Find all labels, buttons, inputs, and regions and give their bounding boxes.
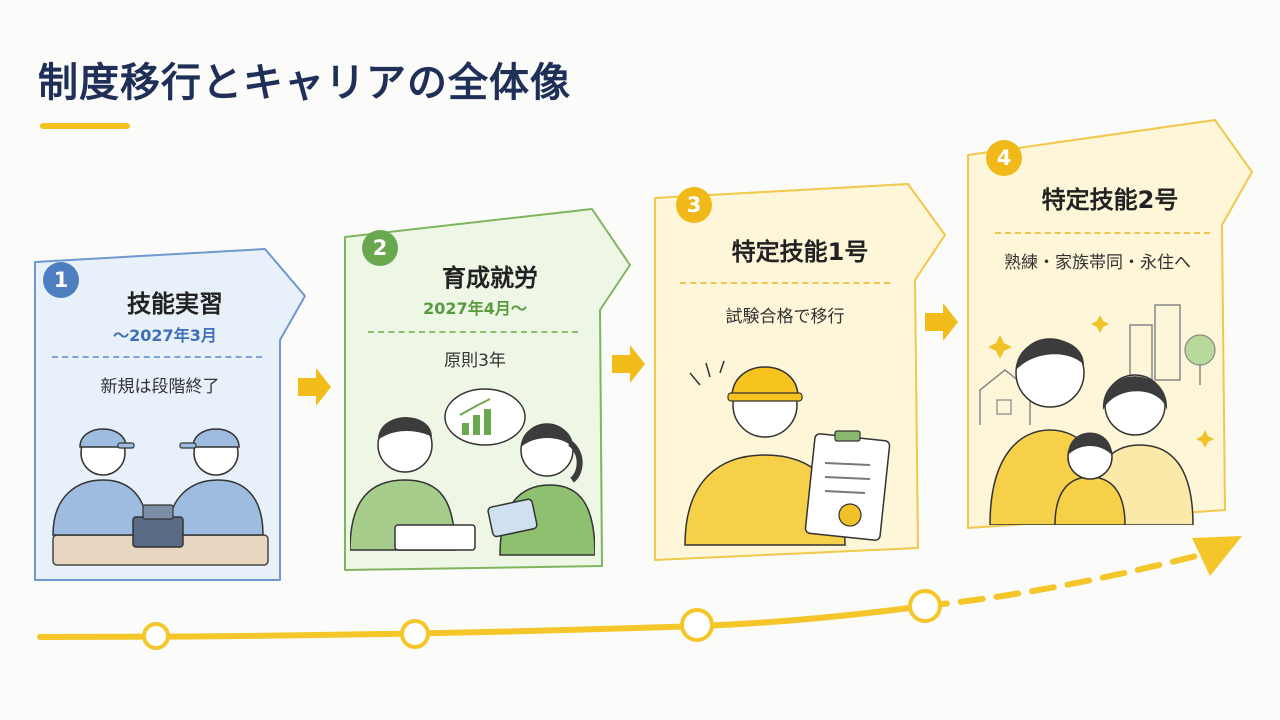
step-2-sub: 2027年4月～ [423,299,527,318]
worker-with-certificate-icon [684,360,891,546]
step-3-divider [680,282,890,284]
step-3-heading: 特定技能1号 [731,238,869,266]
step-2-divider [368,331,578,333]
page-title: 制度移行とキャリアの全体像 [38,60,571,106]
arrow-3-4 [925,303,958,341]
step-4-heading: 特定技能2号 [1041,186,1179,214]
step-2-badge: 2 [362,230,398,266]
arrow-2-3 [612,345,645,383]
timeline-node-1 [142,622,170,650]
timeline-arrowhead [1192,536,1242,576]
trainee-and-mentor-icon [350,388,595,556]
family-with-home-icon [979,304,1216,525]
step-1-note: 新規は段階終了 [100,377,220,397]
timeline-line [37,603,928,640]
step-1-sub: ～2027年3月 [113,326,217,345]
timeline-node-2 [400,619,430,649]
arrow-1-2 [298,368,331,406]
step-4-badge: 4 [986,140,1022,176]
step-4-divider [995,232,1210,234]
two-workers-assembling-icon [52,428,269,566]
timeline-node-4 [908,589,942,623]
step-1-divider [52,356,262,358]
step-3-badge: 3 [676,187,712,223]
timeline-node-3 [680,608,714,642]
timeline-dashed [922,552,1203,609]
step-1-heading: 技能実習 [127,290,223,318]
step-3-note: 試験合格で移行 [725,307,845,327]
step-2-heading: 育成就労 [442,264,538,292]
step-2-note: 原則3年 [444,351,506,371]
step-4-note: 熟練・家族帯同・永住へ [1004,253,1191,273]
step-1-badge: 1 [43,262,79,298]
card-4-frame [967,119,1253,529]
title-underline [40,123,130,129]
